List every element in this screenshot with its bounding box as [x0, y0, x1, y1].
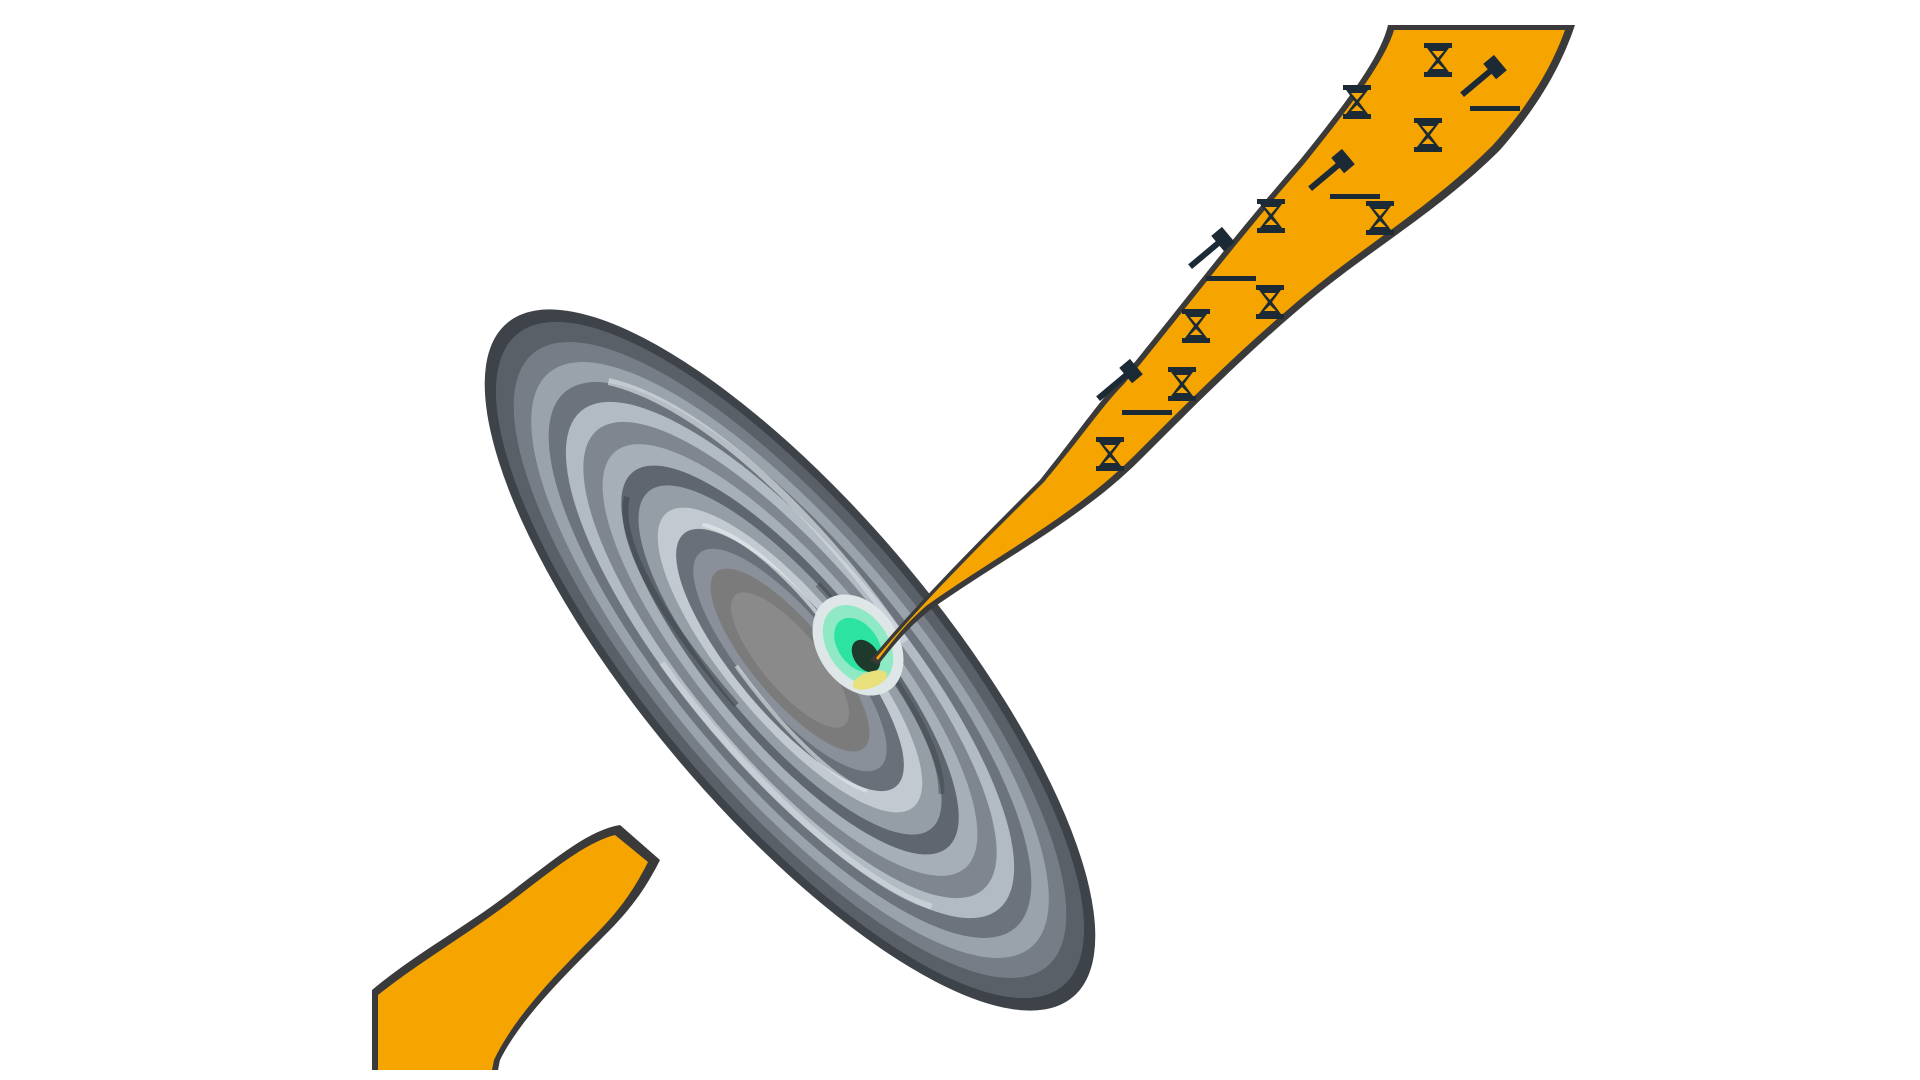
dash-mark: [1470, 106, 1520, 111]
upper-jet: [870, 25, 1575, 665]
dash-mark: [1122, 410, 1172, 415]
dash-mark: [1330, 194, 1380, 199]
core: [812, 594, 904, 696]
lower-jet: [372, 825, 660, 1070]
jet-icons: [1091, 43, 1520, 471]
dash-mark: [1206, 276, 1256, 281]
accretion-disk: [484, 309, 1096, 1011]
